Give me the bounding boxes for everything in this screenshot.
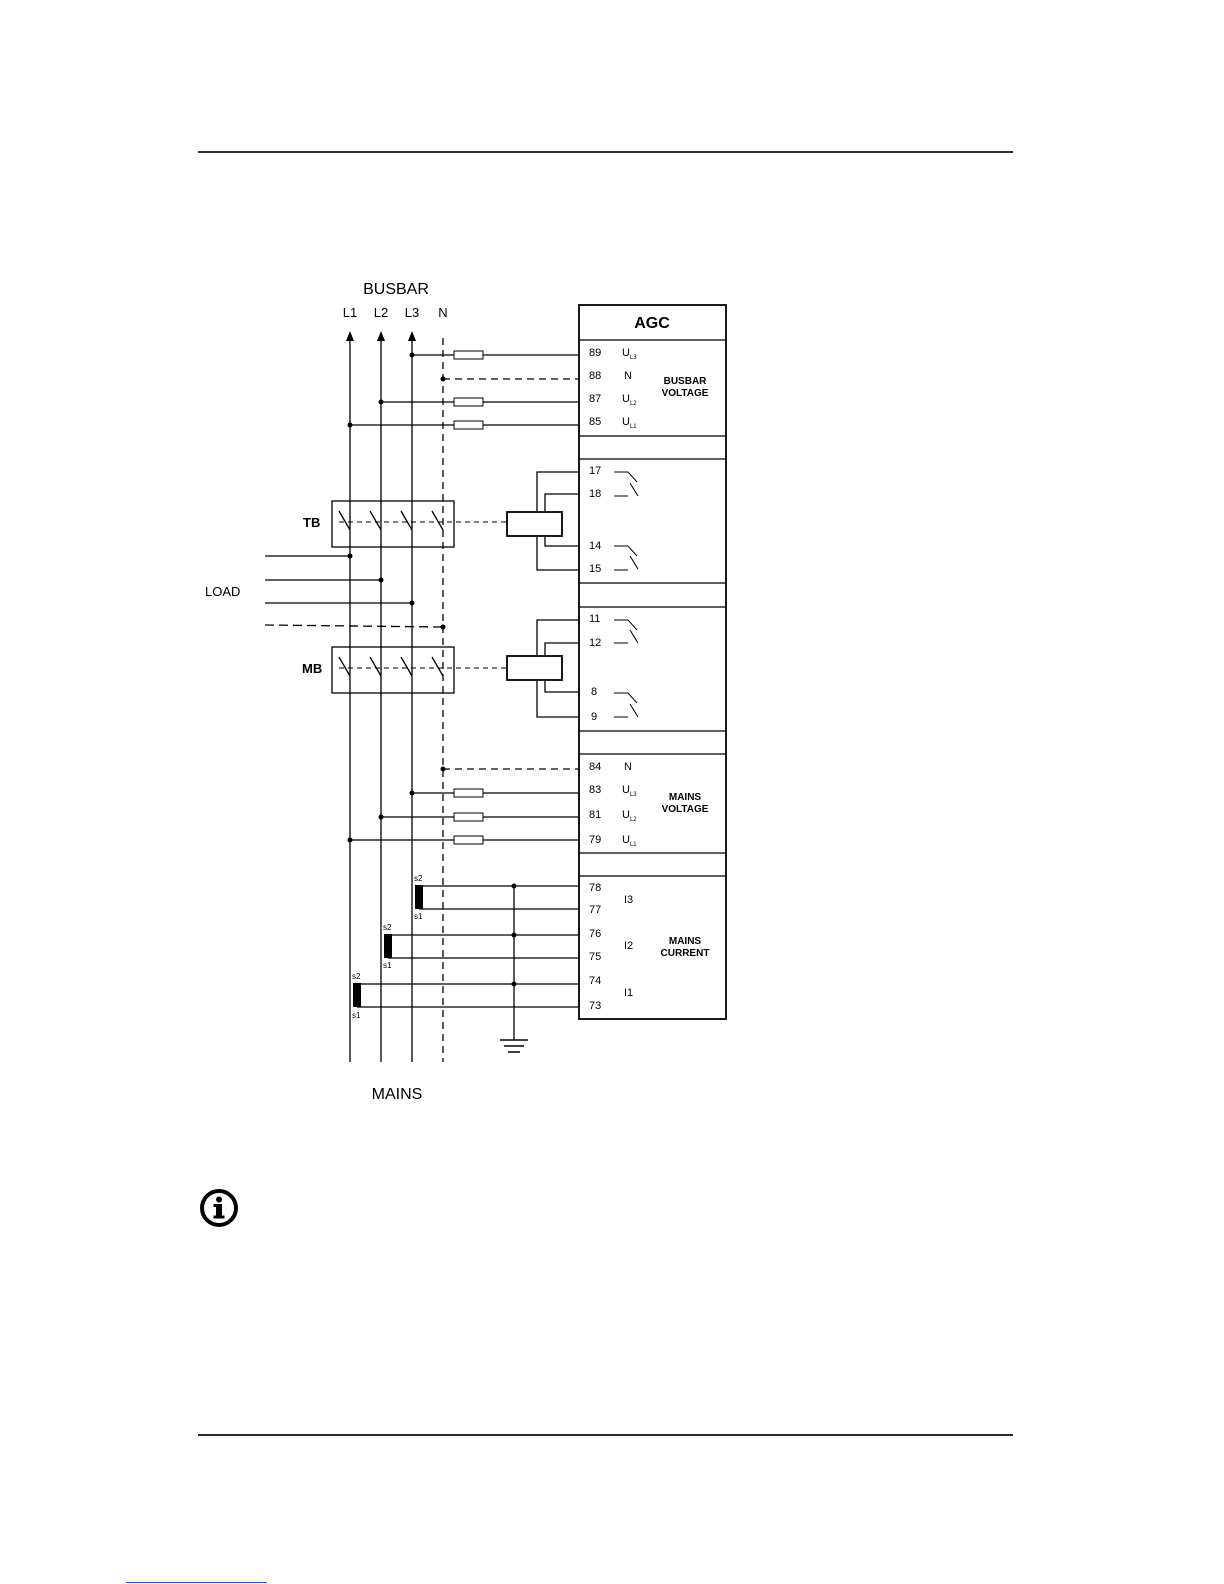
mains-voltage-label-1: MAINS: [669, 792, 702, 803]
terminal-79: 79: [589, 834, 601, 846]
signal-i3: I3: [624, 894, 633, 906]
phase-label-l1: L1: [343, 305, 357, 320]
footer-link-underline[interactable]: [126, 1582, 267, 1583]
terminal-8: 8: [591, 686, 597, 698]
terminal-83: 83: [589, 784, 601, 796]
terminal-78: 78: [589, 882, 601, 894]
signal-ul2-busbar: UL2: [622, 393, 637, 407]
signal-ul1-busbar: UL1: [622, 416, 637, 430]
busbar-label: BUSBAR: [363, 281, 429, 298]
ct3-s2-label: s2: [414, 874, 423, 883]
signal-i2: I2: [624, 940, 633, 952]
terminal-15: 15: [589, 563, 601, 575]
ct1-s2-label: s2: [352, 972, 361, 981]
ct2-s1-label: s1: [383, 961, 392, 970]
phase-label-n: N: [438, 305, 447, 320]
terminal-76: 76: [589, 928, 601, 940]
mains-current-label-2: CURRENT: [661, 948, 710, 959]
terminal-85: 85: [589, 416, 601, 428]
terminal-84: 84: [589, 761, 601, 773]
terminal-87: 87: [589, 393, 601, 405]
mains-current-label-1: MAINS: [669, 936, 702, 947]
signal-ul1-mains: UL1: [622, 834, 637, 848]
ct2-s2-label: s2: [383, 923, 392, 932]
info-icon: [199, 1188, 239, 1228]
mains-voltage-label-2: VOLTAGE: [662, 804, 709, 815]
terminal-9: 9: [591, 711, 597, 723]
busbar-voltage-label-2: VOLTAGE: [662, 388, 709, 399]
agc-title: AGC: [634, 315, 670, 332]
signal-i1: I1: [624, 987, 633, 999]
busbar-voltage-label-1: BUSBAR: [664, 376, 708, 387]
mains-label: MAINS: [372, 1086, 423, 1103]
signal-n-busbar: N: [624, 370, 632, 382]
phase-label-l2: L2: [374, 305, 388, 320]
signal-ul3-mains: UL3: [622, 784, 637, 798]
signal-n-mains: N: [624, 761, 632, 773]
load-label: LOAD: [205, 584, 240, 599]
terminal-14: 14: [589, 540, 601, 552]
terminal-18: 18: [589, 488, 601, 500]
ct1-s1-label: s1: [352, 1011, 361, 1020]
footer-rule: [198, 1434, 1013, 1436]
phase-label-l3: L3: [405, 305, 419, 320]
terminal-11: 11: [589, 613, 600, 625]
terminal-81: 81: [589, 809, 601, 821]
terminal-75: 75: [589, 951, 601, 963]
tb-label: TB: [303, 515, 320, 530]
signal-ul2-mains: UL2: [622, 809, 637, 823]
terminal-77: 77: [589, 904, 601, 916]
terminal-73: 73: [589, 1000, 601, 1012]
ct3-s1-label: s1: [414, 912, 423, 921]
signal-ul3-busbar: UL3: [622, 347, 637, 361]
terminal-89: 89: [589, 347, 601, 359]
mb-label: MB: [302, 661, 322, 676]
terminal-17: 17: [589, 465, 601, 477]
terminal-12: 12: [589, 637, 601, 649]
terminal-74: 74: [589, 975, 601, 987]
terminal-88: 88: [589, 370, 601, 382]
